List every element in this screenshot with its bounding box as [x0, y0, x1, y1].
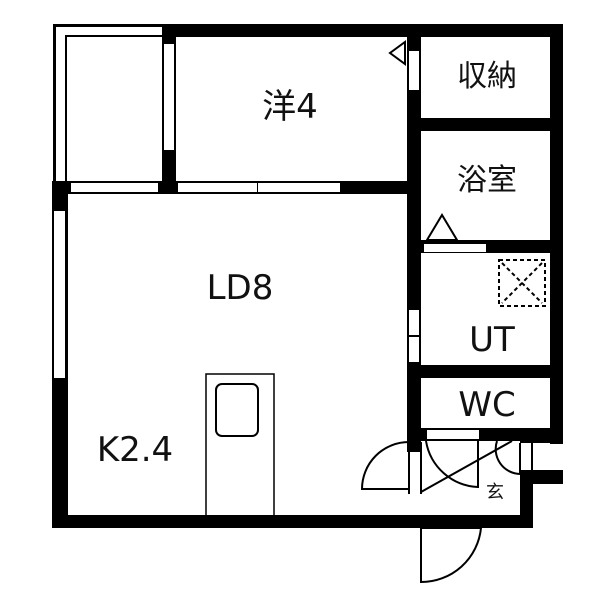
wall-bottom — [52, 515, 422, 528]
vent-icon — [498, 259, 546, 307]
door-swing-closet — [494, 440, 521, 475]
shoe-box-line — [420, 440, 513, 493]
sink-icon — [215, 383, 259, 437]
room-label-western: 洋4 — [262, 87, 318, 127]
room-label-ldk: LD8 — [206, 268, 274, 308]
room-label-utility: UT — [469, 320, 515, 360]
door-swing-main — [420, 527, 483, 584]
room-label-bath: 浴室 — [457, 163, 517, 198]
wall-top — [163, 24, 553, 37]
door-swing-ldk — [360, 441, 410, 490]
room-label-storage: 収納 — [457, 59, 517, 94]
room-label-kitchen: K2.4 — [96, 430, 174, 470]
door-swing-wc — [425, 440, 479, 489]
door-marker-bath — [425, 213, 459, 241]
kitchen-counter — [205, 373, 275, 517]
room-label-toilet: WC — [458, 385, 516, 425]
door-marker-western — [388, 40, 406, 66]
room-label-entrance: 玄 — [486, 482, 504, 503]
